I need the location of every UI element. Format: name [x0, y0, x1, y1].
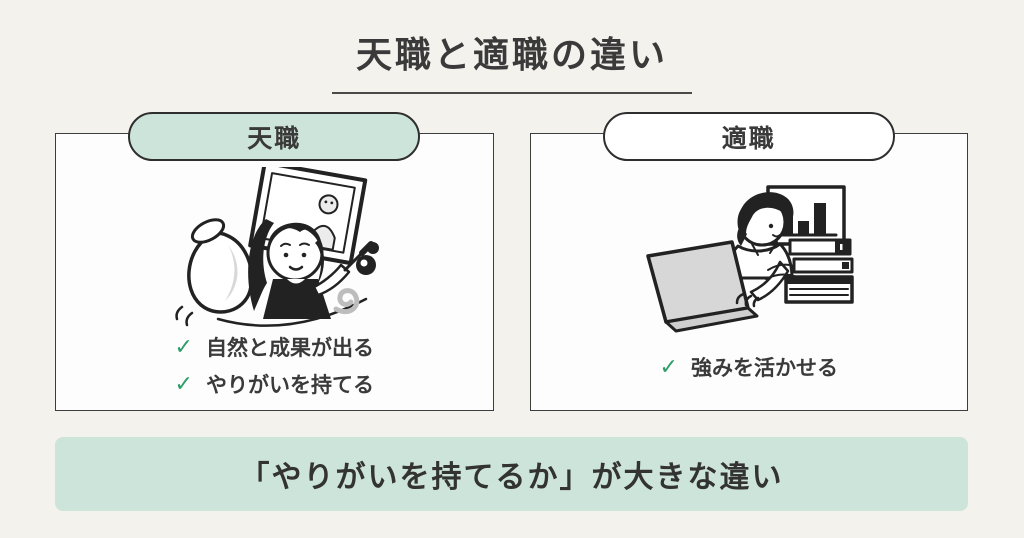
list-item-label: やりがいを持てる: [205, 374, 374, 397]
list-item: ✓ やりがいを持てる: [175, 369, 374, 399]
header: 天職と適職の違い: [0, 0, 1024, 94]
list-item: ✓ 自然と成果が出る: [175, 332, 374, 362]
summary-banner: 「やりがいを持てるか」が大きな違い: [55, 437, 968, 511]
check-icon: ✓: [174, 371, 193, 396]
artist-woman-painting-illustration: [175, 167, 380, 327]
list-item-label: 強みを活かせる: [690, 357, 838, 380]
card-tekishoku-label: 適職: [721, 124, 776, 153]
card-tenshoku-points: ✓ 自然と成果が出る ✓ やりがいを持てる: [56, 332, 493, 399]
check-icon: ✓: [659, 354, 678, 379]
card-tekishoku-header-pill: 適職: [602, 112, 895, 161]
card-tekishoku: 適職: [529, 112, 968, 411]
comparison-cards: 天職: [55, 112, 968, 411]
page-title: 天職と適職の違い: [331, 26, 692, 94]
card-tenshoku-header-pill: 天職: [128, 112, 421, 161]
list-item: ✓ 強みを活かせる: [660, 352, 838, 382]
check-icon: ✓: [174, 334, 193, 359]
list-item-label: 自然と成果が出る: [205, 337, 374, 360]
card-tekishoku-points: ✓ 強みを活かせる: [531, 352, 968, 382]
card-tenshoku: 天職: [55, 112, 494, 411]
person-working-at-laptop-illustration: [646, 185, 854, 333]
card-tenshoku-label: 天職: [247, 124, 302, 153]
summary-banner-text: 「やりがいを持てるか」が大きな違い: [239, 461, 784, 494]
